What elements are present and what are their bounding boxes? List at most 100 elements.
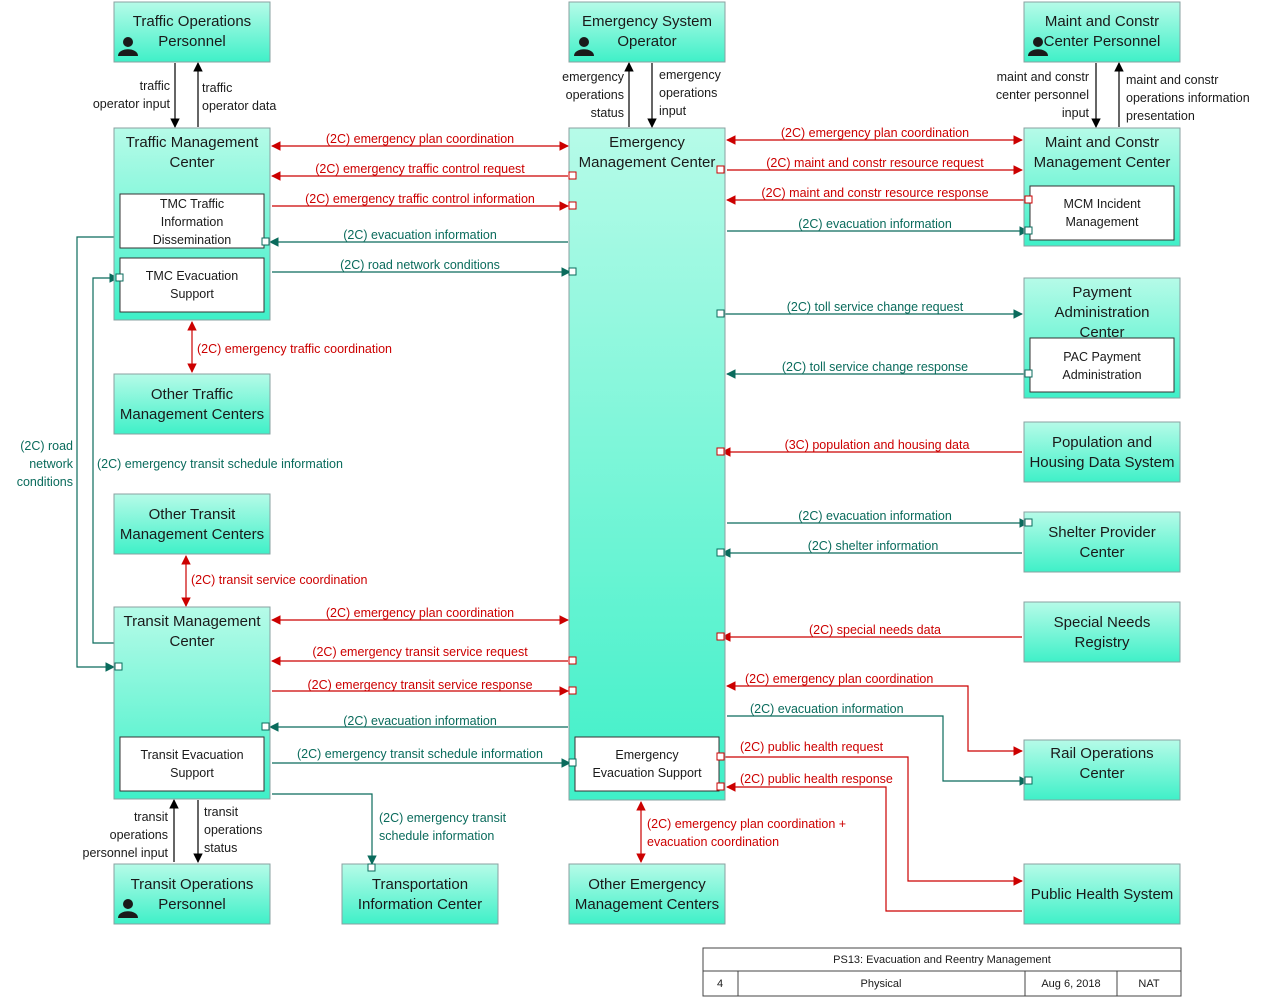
title-block-org: NAT <box>1138 978 1159 990</box>
port-square <box>716 165 725 174</box>
flow-label-f18: (2C) public health request <box>740 740 884 754</box>
node-box-roc[interactable] <box>1023 739 1181 801</box>
title-block-view: Physical <box>861 978 902 990</box>
flow-label-f28: (2C) emergency transit schedule informat… <box>97 457 343 471</box>
port-square <box>261 722 270 731</box>
node-box-mcp[interactable] <box>1023 1 1181 63</box>
port-square <box>1024 195 1033 204</box>
port-square <box>261 237 270 246</box>
port-square <box>114 662 123 671</box>
sub-box-tmc-tid[interactable] <box>119 193 265 249</box>
port-square <box>568 201 577 210</box>
node-box-otrmc[interactable] <box>113 493 271 555</box>
flow-label-f22: (2C) emergency plan coordination <box>326 606 514 620</box>
flow-label-f19: (2C) public health response <box>740 772 893 786</box>
title-block-title: PS13: Evacuation and Reentry Management <box>833 954 1051 966</box>
sub-box-emc-es[interactable] <box>574 736 720 792</box>
port-square <box>568 656 577 665</box>
node-box-top[interactable] <box>113 1 271 63</box>
title-block: PS13: Evacuation and Reentry Management … <box>702 947 1182 997</box>
node-box-tic[interactable] <box>341 863 499 925</box>
port-square <box>716 782 725 791</box>
port-square <box>716 447 725 456</box>
node-box-tro[interactable] <box>113 863 271 925</box>
port-square <box>568 758 577 767</box>
flow-line-f27 <box>272 793 377 865</box>
sub-box-tmc-es[interactable] <box>119 257 265 313</box>
node-box-snr[interactable] <box>1023 601 1181 663</box>
flow-label-f6: (2C) emergency plan coordination <box>781 126 969 140</box>
node-box-eso[interactable] <box>568 1 726 63</box>
node-box-phds[interactable] <box>1023 421 1181 483</box>
flow-label-f9: (2C) evacuation information <box>798 217 952 231</box>
flow-label-f23: (2C) emergency transit service request <box>312 645 528 659</box>
sub-box-mcm-im[interactable] <box>1029 185 1175 241</box>
flow-label-f7: (2C) maint and constr resource request <box>766 156 984 170</box>
flow-line-f18 <box>722 756 1023 886</box>
port-square <box>716 548 725 557</box>
title-block-number: 4 <box>717 978 723 990</box>
node-label-phs: Public Health System <box>1031 886 1174 903</box>
flow-label-f3: (2C) emergency traffic control informati… <box>305 192 535 206</box>
flow-label-f1: (2C) emergency plan coordination <box>326 132 514 146</box>
port-square <box>1024 369 1033 378</box>
title-block-date: Aug 6, 2018 <box>1041 978 1100 990</box>
flow-label-f24: (2C) emergency transit service response <box>307 678 532 692</box>
node-box-phs[interactable] <box>1023 863 1181 925</box>
flow-label-f2: (2C) emergency traffic control request <box>315 162 525 176</box>
sub-box-pac-pa[interactable] <box>1029 337 1175 393</box>
flow-label-f17: (2C) evacuation information <box>750 702 904 716</box>
port-square <box>115 273 124 282</box>
flow-label-f10: (2C) toll service change request <box>787 300 964 314</box>
flow-line-f16 <box>726 681 1023 756</box>
flow-label-f21: (2C) transit service coordination <box>191 573 368 587</box>
sub-box-trmc-es[interactable] <box>119 736 265 792</box>
node-box-oemc[interactable] <box>568 863 726 925</box>
node-box-otmc[interactable] <box>113 373 271 435</box>
flow-label-f25: (2C) evacuation information <box>343 714 497 728</box>
node-box-emc[interactable] <box>568 127 726 801</box>
flow-label-f14: (2C) shelter information <box>808 539 939 553</box>
node-box-spc[interactable] <box>1023 511 1181 573</box>
flow-line-f29 <box>76 236 115 672</box>
port-square <box>1024 518 1033 527</box>
port-square <box>367 863 376 872</box>
flow-label-f12: (3C) population and housing data <box>785 438 970 452</box>
port-square <box>568 686 577 695</box>
flow-line-f17 <box>727 715 1029 786</box>
port-square <box>716 632 725 641</box>
flow-label-f5: (2C) road network conditions <box>340 258 500 272</box>
